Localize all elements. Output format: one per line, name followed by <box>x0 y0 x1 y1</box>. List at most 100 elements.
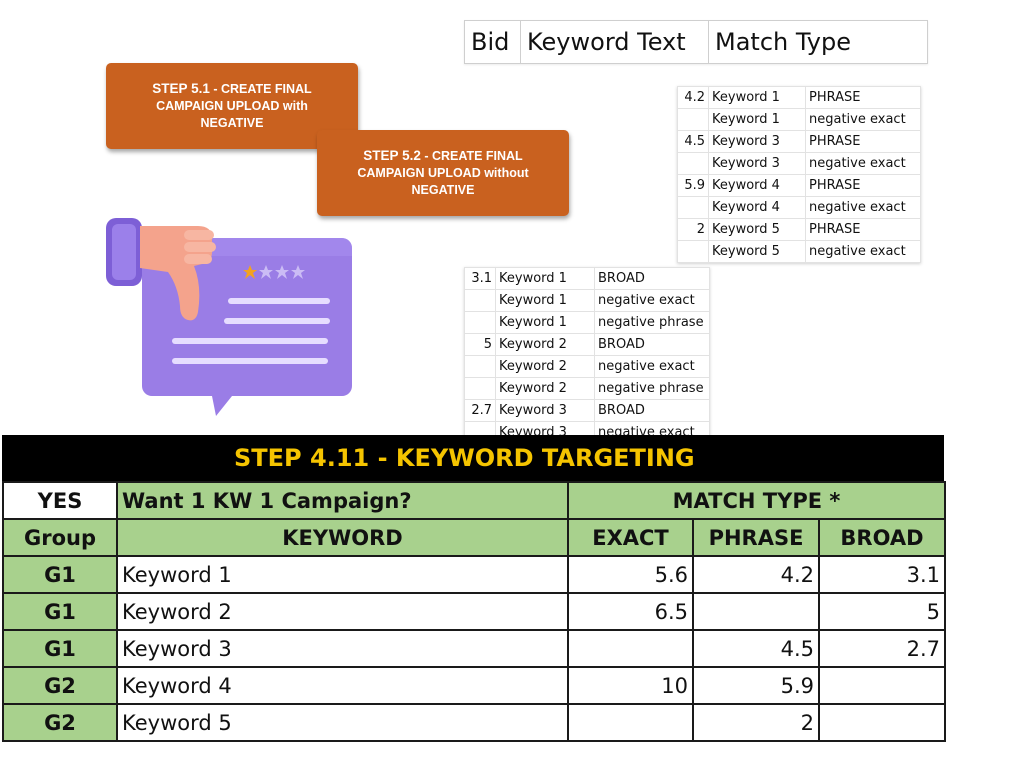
keyword-cell: Keyword 1 <box>495 289 595 312</box>
bid-cell <box>677 108 709 131</box>
step-5-1-line2: CAMPAIGN UPLOAD with <box>156 99 308 114</box>
group-cell: G1 <box>2 555 118 594</box>
step-4-11-banner: STEP 4.11 - KEYWORD TARGETING <box>2 435 944 481</box>
keyword-cell: Keyword 1 <box>708 108 806 131</box>
keyword-cell: Keyword 1 <box>495 311 595 334</box>
phrase-bid-cell[interactable]: 4.5 <box>692 629 820 668</box>
step-5-1-text: - CREATE FINAL <box>209 82 312 97</box>
step-5-2-button[interactable]: STEP 5.2 - CREATE FINAL CAMPAIGN UPLOAD … <box>317 130 569 216</box>
bid-cell: 4.2 <box>677 86 709 109</box>
match-type-cell: PHRASE <box>805 130 921 153</box>
header-match-type: Match Type <box>715 28 851 56</box>
step-5-1-line3: NEGATIVE <box>200 116 264 131</box>
broad-bid-cell[interactable] <box>818 703 946 742</box>
match-type-cell: negative exact <box>805 108 921 131</box>
step-5-1-button[interactable]: STEP 5.1 - CREATE FINAL CAMPAIGN UPLOAD … <box>106 63 358 149</box>
exact-bid-cell[interactable]: 6.5 <box>567 592 694 631</box>
bid-cell <box>677 196 709 219</box>
keyword-cell: Keyword 1 <box>495 267 595 290</box>
match-type-cell: BROAD <box>594 399 710 422</box>
col-exact: EXACT <box>567 518 694 557</box>
thumbs-down-review-icon <box>106 218 352 416</box>
match-type-cell: negative exact <box>594 355 710 378</box>
step-5-1-prefix: STEP 5.1 <box>152 81 210 97</box>
keyword-cell[interactable]: Keyword 2 <box>116 592 569 631</box>
exact-bid-cell[interactable] <box>567 703 694 742</box>
group-cell: G2 <box>2 666 118 705</box>
match-type-header: MATCH TYPE * <box>567 481 946 520</box>
exact-bid-cell[interactable]: 5.6 <box>567 555 694 594</box>
col-phrase: PHRASE <box>692 518 820 557</box>
group-cell: G1 <box>2 629 118 668</box>
keyword-cell: Keyword 1 <box>708 86 806 109</box>
want-1kw-1campaign-label: Want 1 KW 1 Campaign? <box>116 481 569 520</box>
keyword-cell[interactable]: Keyword 4 <box>116 666 569 705</box>
bid-cell: 2 <box>677 218 709 241</box>
exact-bid-cell[interactable]: 10 <box>567 666 694 705</box>
match-type-cell: negative exact <box>594 289 710 312</box>
keyword-cell: Keyword 4 <box>708 196 806 219</box>
bid-cell <box>464 289 496 312</box>
rating-stars <box>243 265 305 279</box>
keyword-cell[interactable]: Keyword 5 <box>116 703 569 742</box>
bid-cell: 5.9 <box>677 174 709 197</box>
match-type-cell: PHRASE <box>805 86 921 109</box>
keyword-cell: Keyword 3 <box>495 399 595 422</box>
phrase-bid-cell[interactable]: 5.9 <box>692 666 820 705</box>
step-5-2-line3: NEGATIVE <box>411 183 475 198</box>
match-type-cell: PHRASE <box>805 174 921 197</box>
phrase-bid-cell[interactable]: 2 <box>692 703 820 742</box>
match-type-cell: negative phrase <box>594 377 710 400</box>
match-type-cell: negative exact <box>805 152 921 175</box>
broad-bid-cell[interactable]: 5 <box>818 592 946 631</box>
keyword-cell: Keyword 3 <box>708 152 806 175</box>
broad-bid-cell[interactable] <box>818 666 946 705</box>
keyword-cell: Keyword 2 <box>495 333 595 356</box>
bid-cell <box>464 311 496 334</box>
step-5-2-text: - CREATE FINAL <box>420 149 523 164</box>
keyword-cell: Keyword 5 <box>708 240 806 263</box>
keyword-cell[interactable]: Keyword 1 <box>116 555 569 594</box>
exact-bid-cell[interactable] <box>567 629 694 668</box>
match-type-cell: negative exact <box>805 240 921 263</box>
phrase-bid-cell[interactable]: 4.2 <box>692 555 820 594</box>
bid-cell <box>464 355 496 378</box>
match-type-cell: BROAD <box>594 333 710 356</box>
broad-bid-cell[interactable]: 2.7 <box>818 629 946 668</box>
col-group: Group <box>2 518 118 557</box>
group-cell: G1 <box>2 592 118 631</box>
phrase-bid-cell[interactable] <box>692 592 820 631</box>
bid-cell: 5 <box>464 333 496 356</box>
keyword-cell: Keyword 5 <box>708 218 806 241</box>
yes-cell[interactable]: YES <box>2 481 118 520</box>
bid-cell: 4.5 <box>677 130 709 153</box>
match-type-cell: negative exact <box>805 196 921 219</box>
bid-cell <box>464 377 496 400</box>
header-bid: Bid <box>465 21 521 63</box>
bid-cell: 2.7 <box>464 399 496 422</box>
keyword-cell[interactable]: Keyword 3 <box>116 629 569 668</box>
keyword-cell: Keyword 4 <box>708 174 806 197</box>
step-5-2-line2: CAMPAIGN UPLOAD without <box>357 166 529 181</box>
bid-cell: 3.1 <box>464 267 496 290</box>
group-cell: G2 <box>2 703 118 742</box>
bid-cell <box>677 152 709 175</box>
keyword-cell: Keyword 2 <box>495 377 595 400</box>
broad-bid-cell[interactable]: 3.1 <box>818 555 946 594</box>
